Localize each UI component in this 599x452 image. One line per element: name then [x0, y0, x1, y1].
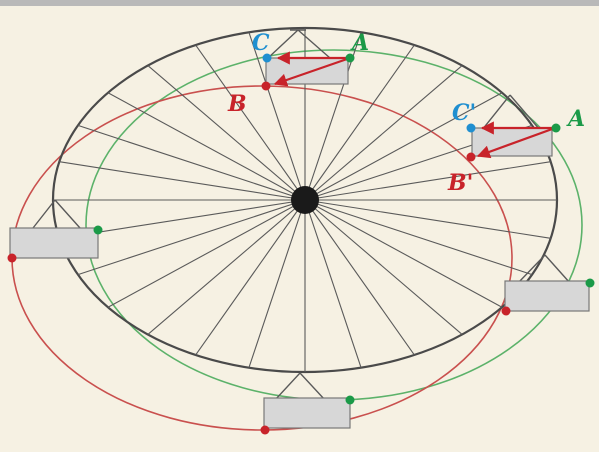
- velocity-arrows: [273, 51, 556, 159]
- top-border: [0, 0, 599, 6]
- spoke: [304, 199, 463, 335]
- point-c-right: [466, 123, 476, 133]
- cabin-bottom: [263, 397, 351, 429]
- spoke: [304, 199, 551, 239]
- hub-dot: [291, 186, 319, 214]
- label-b-top: B: [227, 91, 247, 117]
- hanger-bottom: [274, 372, 326, 401]
- label-a-top: A: [350, 30, 369, 56]
- point-green-bottom: [345, 395, 355, 405]
- spoke: [304, 199, 362, 368]
- wheel-spokes: [53, 28, 557, 372]
- spoke: [77, 199, 306, 276]
- hanger-lower-right: [517, 254, 571, 284]
- spoke: [107, 92, 306, 201]
- spoke: [304, 44, 415, 201]
- point-red-lower-right: [501, 306, 511, 316]
- label-b-right: B': [447, 170, 473, 196]
- cabin-left: [9, 227, 99, 259]
- points: [7, 53, 595, 435]
- spoke: [147, 65, 306, 201]
- point-red-bottom: [260, 425, 270, 435]
- spoke: [59, 161, 306, 201]
- spoke: [147, 199, 306, 335]
- spoke: [304, 161, 551, 201]
- spoke: [195, 199, 306, 356]
- point-green-left: [93, 225, 103, 235]
- spoke: [304, 92, 503, 201]
- spoke: [304, 65, 463, 201]
- spoke: [304, 199, 415, 356]
- point-a-top: [345, 53, 355, 63]
- spoke: [304, 199, 533, 276]
- hanger-top: [267, 29, 331, 59]
- label-c-right: C': [452, 100, 476, 126]
- cabin-right: [471, 127, 553, 157]
- label-c-top: C: [252, 30, 270, 56]
- point-red-left: [7, 253, 17, 263]
- arrow-right-a-to-b: [476, 126, 556, 159]
- point-b-right: [466, 152, 476, 162]
- hanger-left: [32, 199, 81, 229]
- cabin-lower-right: [504, 280, 590, 312]
- label-a-right: A: [566, 106, 585, 132]
- spoke: [107, 199, 306, 308]
- spoke: [195, 44, 306, 201]
- point-b-top: [261, 81, 271, 91]
- arrow-top-a-to-b: [273, 56, 351, 87]
- spoke: [248, 199, 306, 368]
- spoke: [248, 32, 306, 201]
- point-green-lower-right: [585, 278, 595, 288]
- spoke: [77, 124, 306, 201]
- point-c-top: [262, 53, 272, 63]
- point-a-right: [551, 123, 561, 133]
- spoke: [304, 199, 503, 308]
